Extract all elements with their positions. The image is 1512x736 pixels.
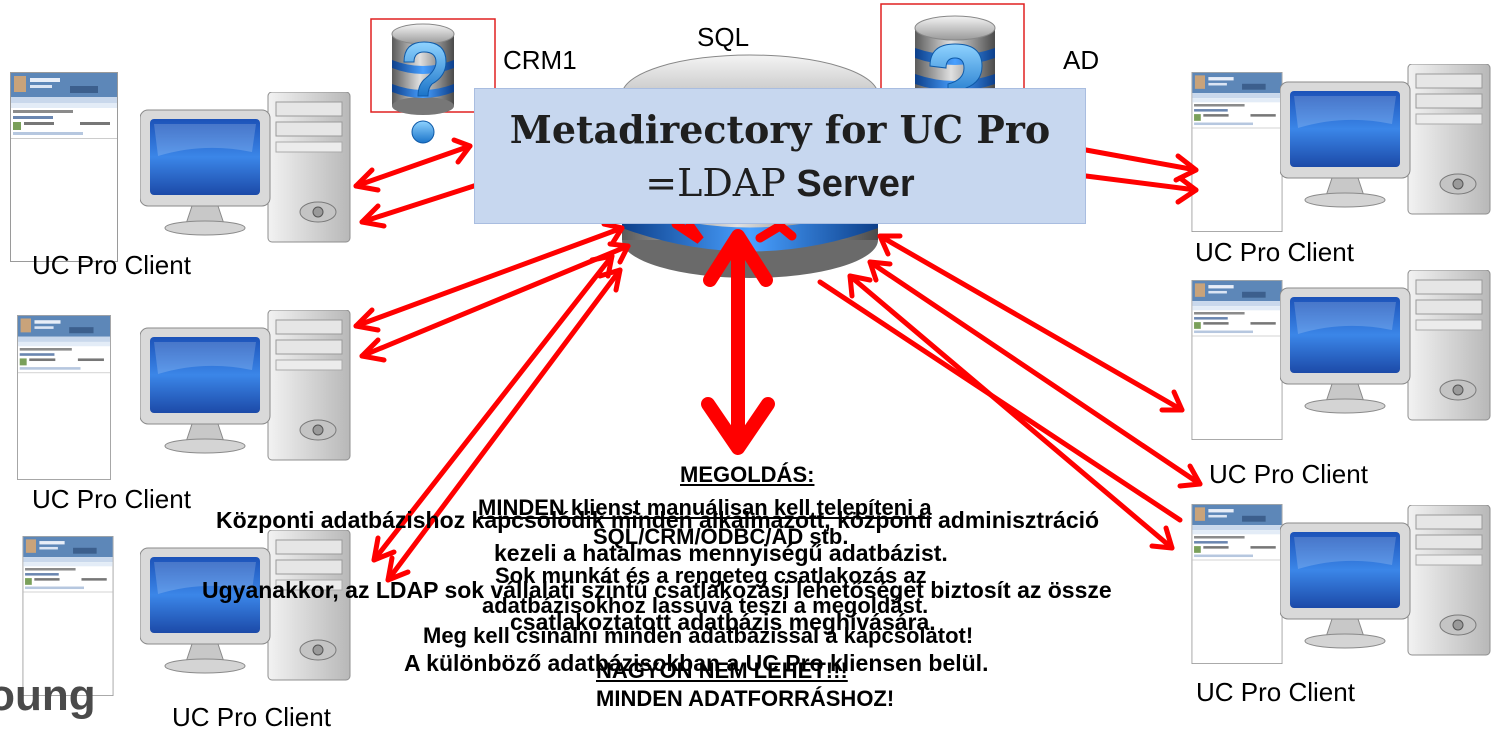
computer-icon [1280, 270, 1491, 421]
solution-line-3: Sok munkát és a rengeteg csatlakozás az [495, 563, 927, 588]
arrow-icon [1083, 173, 1199, 205]
metadirectory-title: Metadirectory for UC Pro [509, 107, 1051, 152]
solution-line-2: SQL/CRM/ODBC/AD stb. [593, 524, 849, 549]
computer-icon [140, 310, 351, 461]
client-label-top-left: UC Pro Client [32, 250, 191, 280]
solution-heading: MEGOLDÁS: [680, 462, 815, 487]
solution-line-4: adatbázisokhoz lassúvá teszi a megoldást… [482, 593, 929, 618]
overlay-line-3: Ugyanakkor, az LDAP sok vállalati szintű… [202, 577, 1112, 603]
solution-line-1: MINDEN klienst manuálisan kell telepíten… [478, 495, 932, 520]
client-label-bottom-left: UC Pro Client [172, 702, 331, 732]
arrow-icon [359, 241, 631, 363]
computer-icon [140, 530, 351, 681]
ldap-label: =LDAP [645, 161, 786, 205]
overlay-line-1: Központi adatbázishoz kapcsolódik minden… [216, 507, 1100, 533]
arrow-icon [359, 181, 483, 229]
crm1-label: CRM1 [503, 45, 577, 75]
arrow-icon [353, 137, 473, 193]
ad-label: AD [1063, 45, 1100, 75]
main-arrow-icon [701, 229, 775, 455]
overlay-line-4: csatlakoztatott adatbázis meghívására. [510, 609, 936, 635]
client-label-top-right: UC Pro Client [1195, 237, 1354, 267]
client-window-icon [1191, 72, 1283, 232]
arrow-icon [353, 221, 625, 333]
computer-icon [1280, 64, 1491, 215]
arrow-icon [671, 219, 797, 244]
solution-line-7: MINDEN ADATFORRÁSHOZ! [596, 686, 895, 711]
client-window-icon [17, 315, 111, 480]
crm1-question-database-icon [370, 18, 496, 144]
client-window-icon [1191, 504, 1283, 664]
arrow-icon [817, 279, 1183, 523]
overlay-line-5: A különböző adatbázisokban a UC Pro klie… [404, 650, 989, 676]
arrow-icon [371, 253, 615, 563]
arrow-icon [867, 259, 1203, 489]
arrow-icon [877, 233, 1185, 413]
client-window-icon [1191, 280, 1283, 440]
sql-label: SQL [697, 22, 750, 52]
client-label-mid-left: UC Pro Client [32, 484, 191, 514]
arrow-icon [385, 267, 623, 583]
client-window-icon [10, 72, 118, 262]
client-label-bottom-right: UC Pro Client [1196, 677, 1355, 707]
solution-line-6: NAGYON NEM LEHET!!! [596, 658, 848, 683]
ldap-server-title: =LDAP Server [475, 161, 1085, 206]
solution-line-5: Meg kell csinálni minden adatbázissal a … [423, 623, 974, 648]
computer-icon [140, 92, 351, 243]
computer-icon [1280, 505, 1491, 656]
overlay-line-2: kezeli a hatalmas mennyiségű adatbázist. [494, 540, 948, 566]
logo-fragment: Young [0, 671, 96, 720]
server-label: Server [796, 163, 915, 205]
metadirectory-box: Metadirectory for UC Pro =LDAP Server [474, 88, 1086, 224]
arrow-icon [1083, 147, 1199, 183]
client-label-mid-right: UC Pro Client [1209, 459, 1368, 489]
arrow-icon [847, 273, 1175, 551]
